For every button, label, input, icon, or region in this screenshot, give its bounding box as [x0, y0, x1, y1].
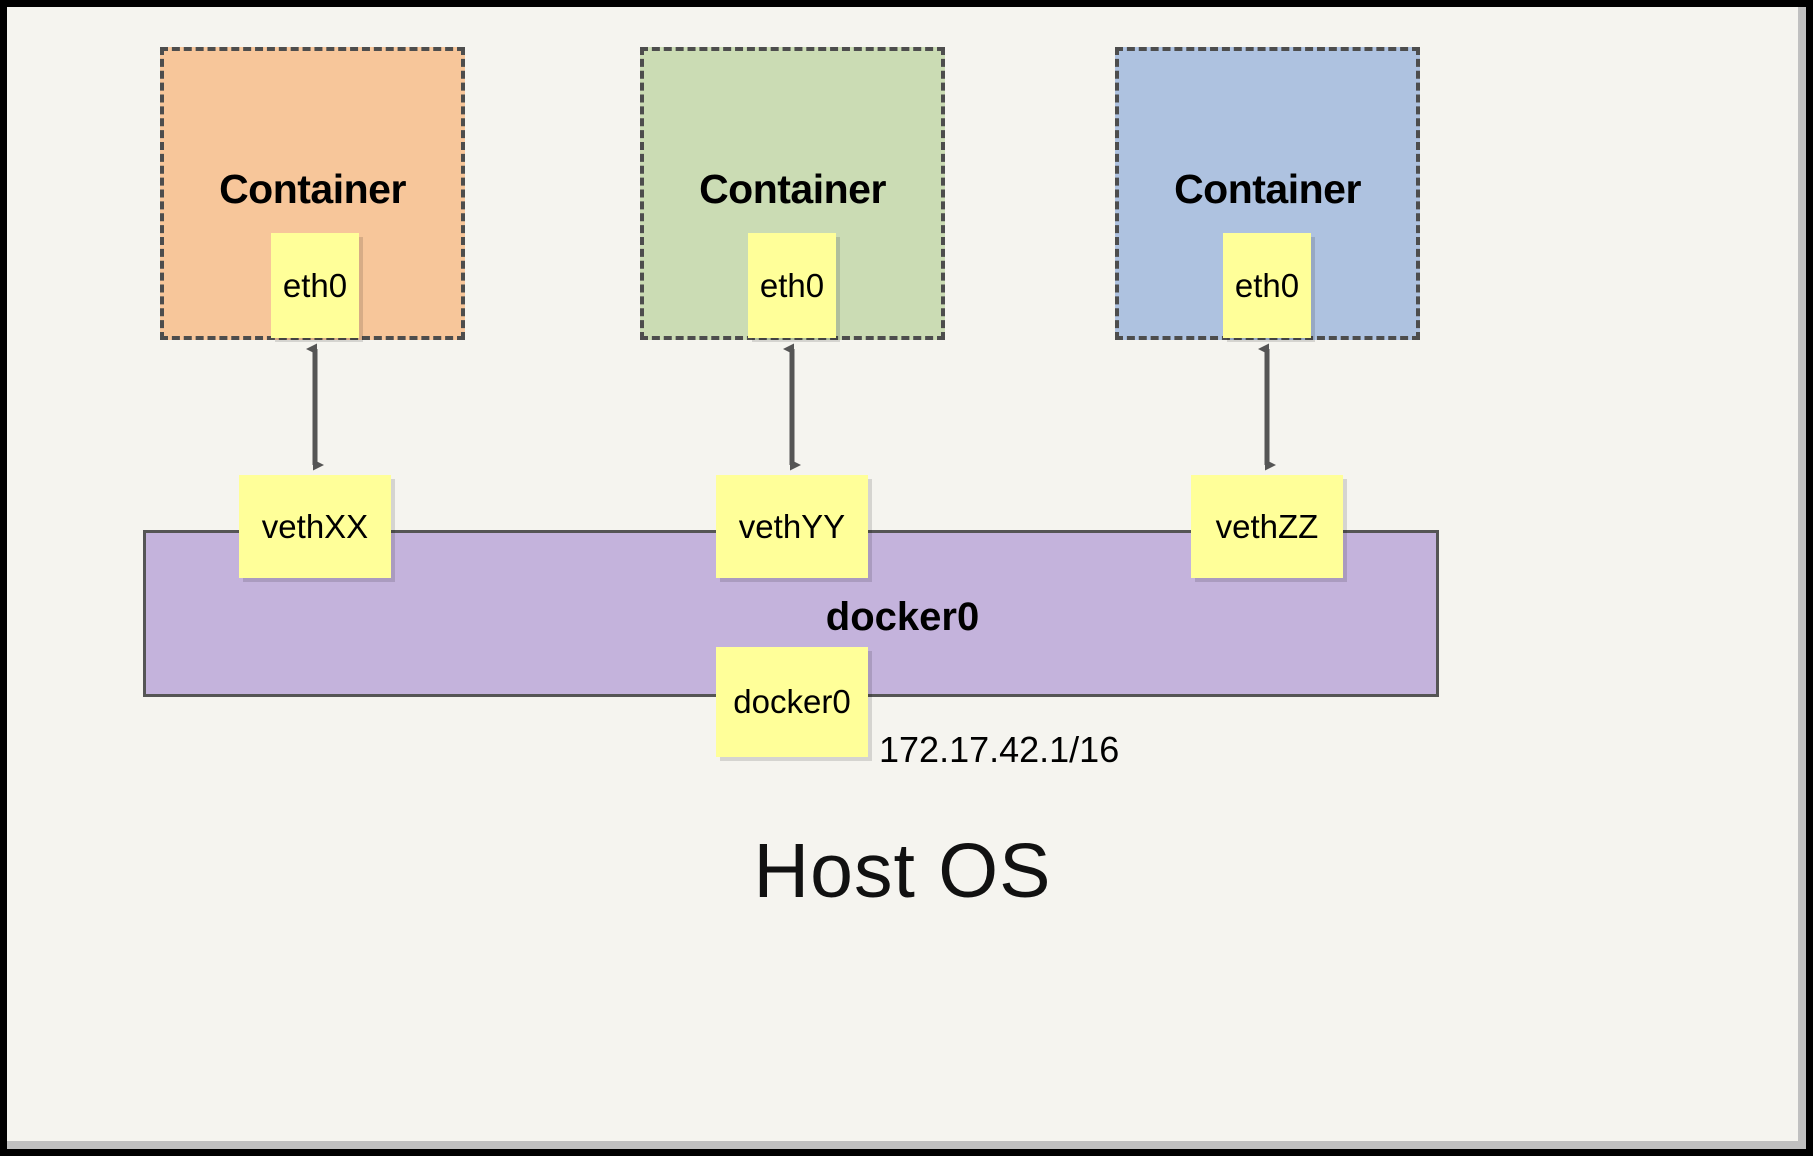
container-title-3: Container — [1174, 166, 1361, 212]
host-os-label: Host OS — [753, 828, 1052, 914]
eth0-interface-2[interactable]: eth0 — [748, 233, 836, 338]
link-arrow-1 — [306, 343, 324, 471]
veth-interface-3[interactable]: vethZZ — [1191, 475, 1343, 578]
veth-interface-1[interactable]: vethXX — [239, 475, 391, 578]
container-box-2[interactable]: Container — [640, 47, 945, 340]
docker0-bridge-label: docker0 — [825, 595, 980, 639]
eth0-interface-3[interactable]: eth0 — [1223, 233, 1311, 338]
container-box-1[interactable]: Container — [160, 47, 465, 340]
diagram-stage: Container eth0 vethXX Container eth0 — [7, 7, 1798, 1141]
eth0-interface-1[interactable]: eth0 — [271, 233, 359, 338]
link-arrow-2 — [783, 343, 801, 471]
container-title-2: Container — [699, 166, 886, 212]
link-arrow-3 — [1258, 343, 1276, 471]
docker0-ip-address: 172.17.42.1/16 — [879, 729, 1120, 770]
docker0-interface-note[interactable]: docker0 — [716, 647, 868, 757]
container-title-1: Container — [219, 166, 406, 212]
veth-interface-2[interactable]: vethYY — [716, 475, 868, 578]
